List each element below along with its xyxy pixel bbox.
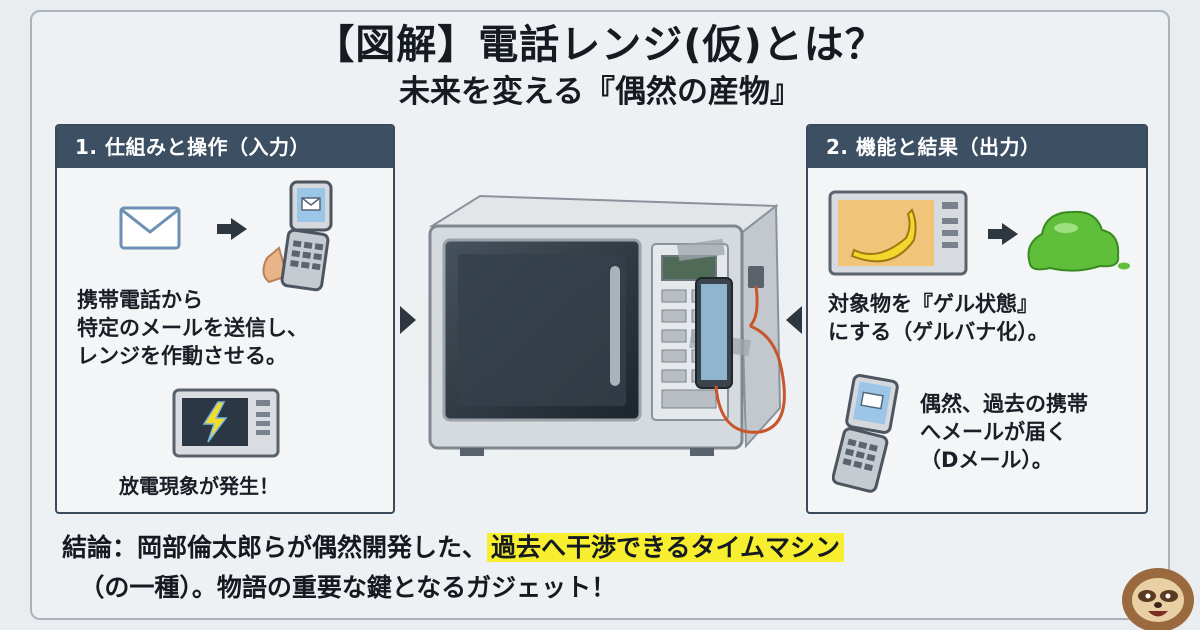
transform-arrow-icon	[988, 223, 1018, 245]
flip-phone-icon	[262, 180, 333, 292]
send-arrow-icon	[217, 218, 247, 240]
conclusion-highlight: 過去へ干渉できるタイムマシン	[487, 533, 845, 562]
microwave-icon	[420, 191, 786, 476]
flip-phone-icon	[832, 374, 899, 493]
output-panel: 2. 機能と結果（出力） 対象物を『ゲル状態』 にする（ゲルバナ化）。 偶然、過…	[806, 124, 1148, 514]
input-panel-text: 携帯電話から 特定のメールを送信し、 レンジを作動させる。	[77, 288, 308, 368]
gel-blob-icon	[1027, 210, 1130, 272]
gel-text: 対象物を『ゲル状態』 にする（ゲルバナ化）。	[828, 292, 1049, 344]
banana-icon	[850, 208, 917, 263]
output-panel-heading: 2. 機能と結果（出力）	[808, 126, 1146, 168]
d-mail-text: 偶然、過去の携帯 へメールが届く （Dメール）。	[920, 392, 1088, 472]
discharge-text: 放電現象が発生！	[119, 474, 279, 498]
discharge-microwave-icon	[172, 388, 280, 458]
envelope-icon	[119, 206, 181, 250]
lightning-icon	[202, 401, 228, 443]
left-connector-icon	[400, 306, 416, 334]
conclusion-text: 結論：岡部倫太郎らが偶然開発した、過去へ干渉できるタイムマシン （の一種）。物語…	[62, 528, 845, 608]
page-subtitle: 未来を変える『偶然の産物』	[398, 74, 802, 110]
input-panel: 1. 仕組みと操作（入力） 携帯電話から 特定のメールを送信し、 レンジを作動さ…	[55, 124, 395, 514]
banana-microwave-icon	[828, 190, 968, 276]
conclusion-prefix: 結論：岡部倫太郎らが偶然開発した、	[62, 533, 488, 562]
conclusion-line2: （の一種）。物語の重要な鍵となるガジェット！	[79, 573, 617, 602]
page-title: 【図解】電話レンジ(仮)とは？	[314, 22, 886, 68]
input-panel-heading: 1. 仕組みと操作（入力）	[57, 126, 393, 168]
right-connector-icon	[786, 306, 802, 334]
sloth-mascot-icon	[1122, 568, 1194, 630]
